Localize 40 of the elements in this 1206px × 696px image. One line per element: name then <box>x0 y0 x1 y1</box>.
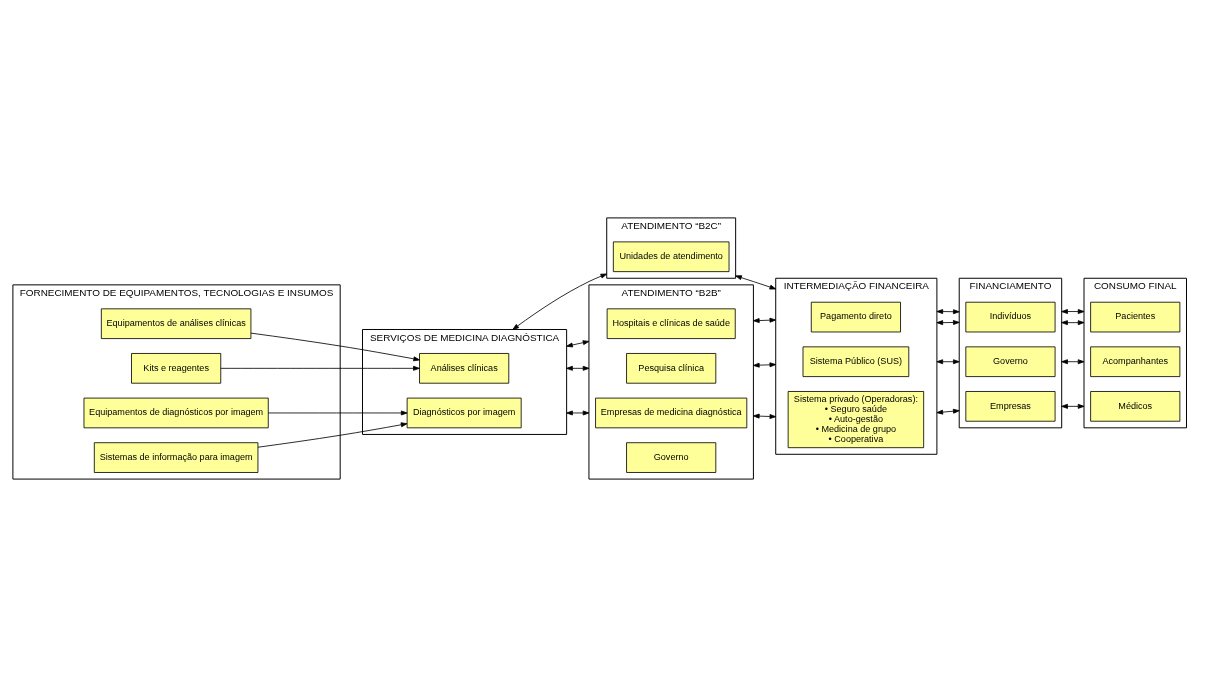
arrow <box>566 339 590 347</box>
node-box: Sistema privado (Operadoras): • Seguro saúde • Auto-gestão • Medicina de grupo • Cooperativa <box>787 390 925 448</box>
arrow <box>250 332 420 361</box>
node-box: Pagamento direto <box>810 301 901 332</box>
arrow <box>257 421 408 448</box>
arrow <box>735 274 777 289</box>
node-box: Empresas <box>965 390 1056 422</box>
node-box: Equipamentos de diagnósticos por imagem <box>83 397 269 428</box>
arrow <box>566 410 590 415</box>
node-box: Análises clínicas <box>419 352 510 384</box>
arrow <box>220 365 420 371</box>
arrow <box>936 408 960 415</box>
arrow <box>1061 319 1085 325</box>
arrow <box>1061 358 1085 364</box>
node-box: Acompanhantes <box>1090 345 1181 377</box>
arrow <box>936 308 960 314</box>
arrow <box>753 317 777 323</box>
node-box: Sistemas de informação para imagem <box>93 441 259 473</box>
node-box: Kits e reagentes <box>131 352 222 384</box>
arrow <box>936 358 960 364</box>
node-box: Sistema Público (SUS) <box>802 345 910 377</box>
arrow <box>512 273 608 330</box>
node-box: Hospitais e clínicas de saúde <box>606 307 736 339</box>
arrow <box>753 413 777 419</box>
node-box: Governo <box>626 441 717 473</box>
arrow <box>566 365 590 371</box>
arrow <box>267 410 408 415</box>
arrow <box>753 361 777 368</box>
node-box: Diagnósticos por imagem <box>406 397 522 428</box>
arrow <box>1061 403 1085 409</box>
node-box: Governo <box>965 345 1056 377</box>
node-box: Unidades de atendimento <box>612 240 730 272</box>
node-box: Empresas de medicina diagnóstica <box>595 397 748 428</box>
node-box: Pesquisa clínica <box>626 352 717 384</box>
arrow <box>936 319 960 325</box>
node-box: Pacientes <box>1090 301 1181 332</box>
node-box: Indivíduos <box>965 301 1056 332</box>
arrow <box>1061 308 1085 314</box>
node-box: Médicos <box>1090 390 1181 422</box>
node-box: Equipamentos de análises clínicas <box>100 307 252 339</box>
